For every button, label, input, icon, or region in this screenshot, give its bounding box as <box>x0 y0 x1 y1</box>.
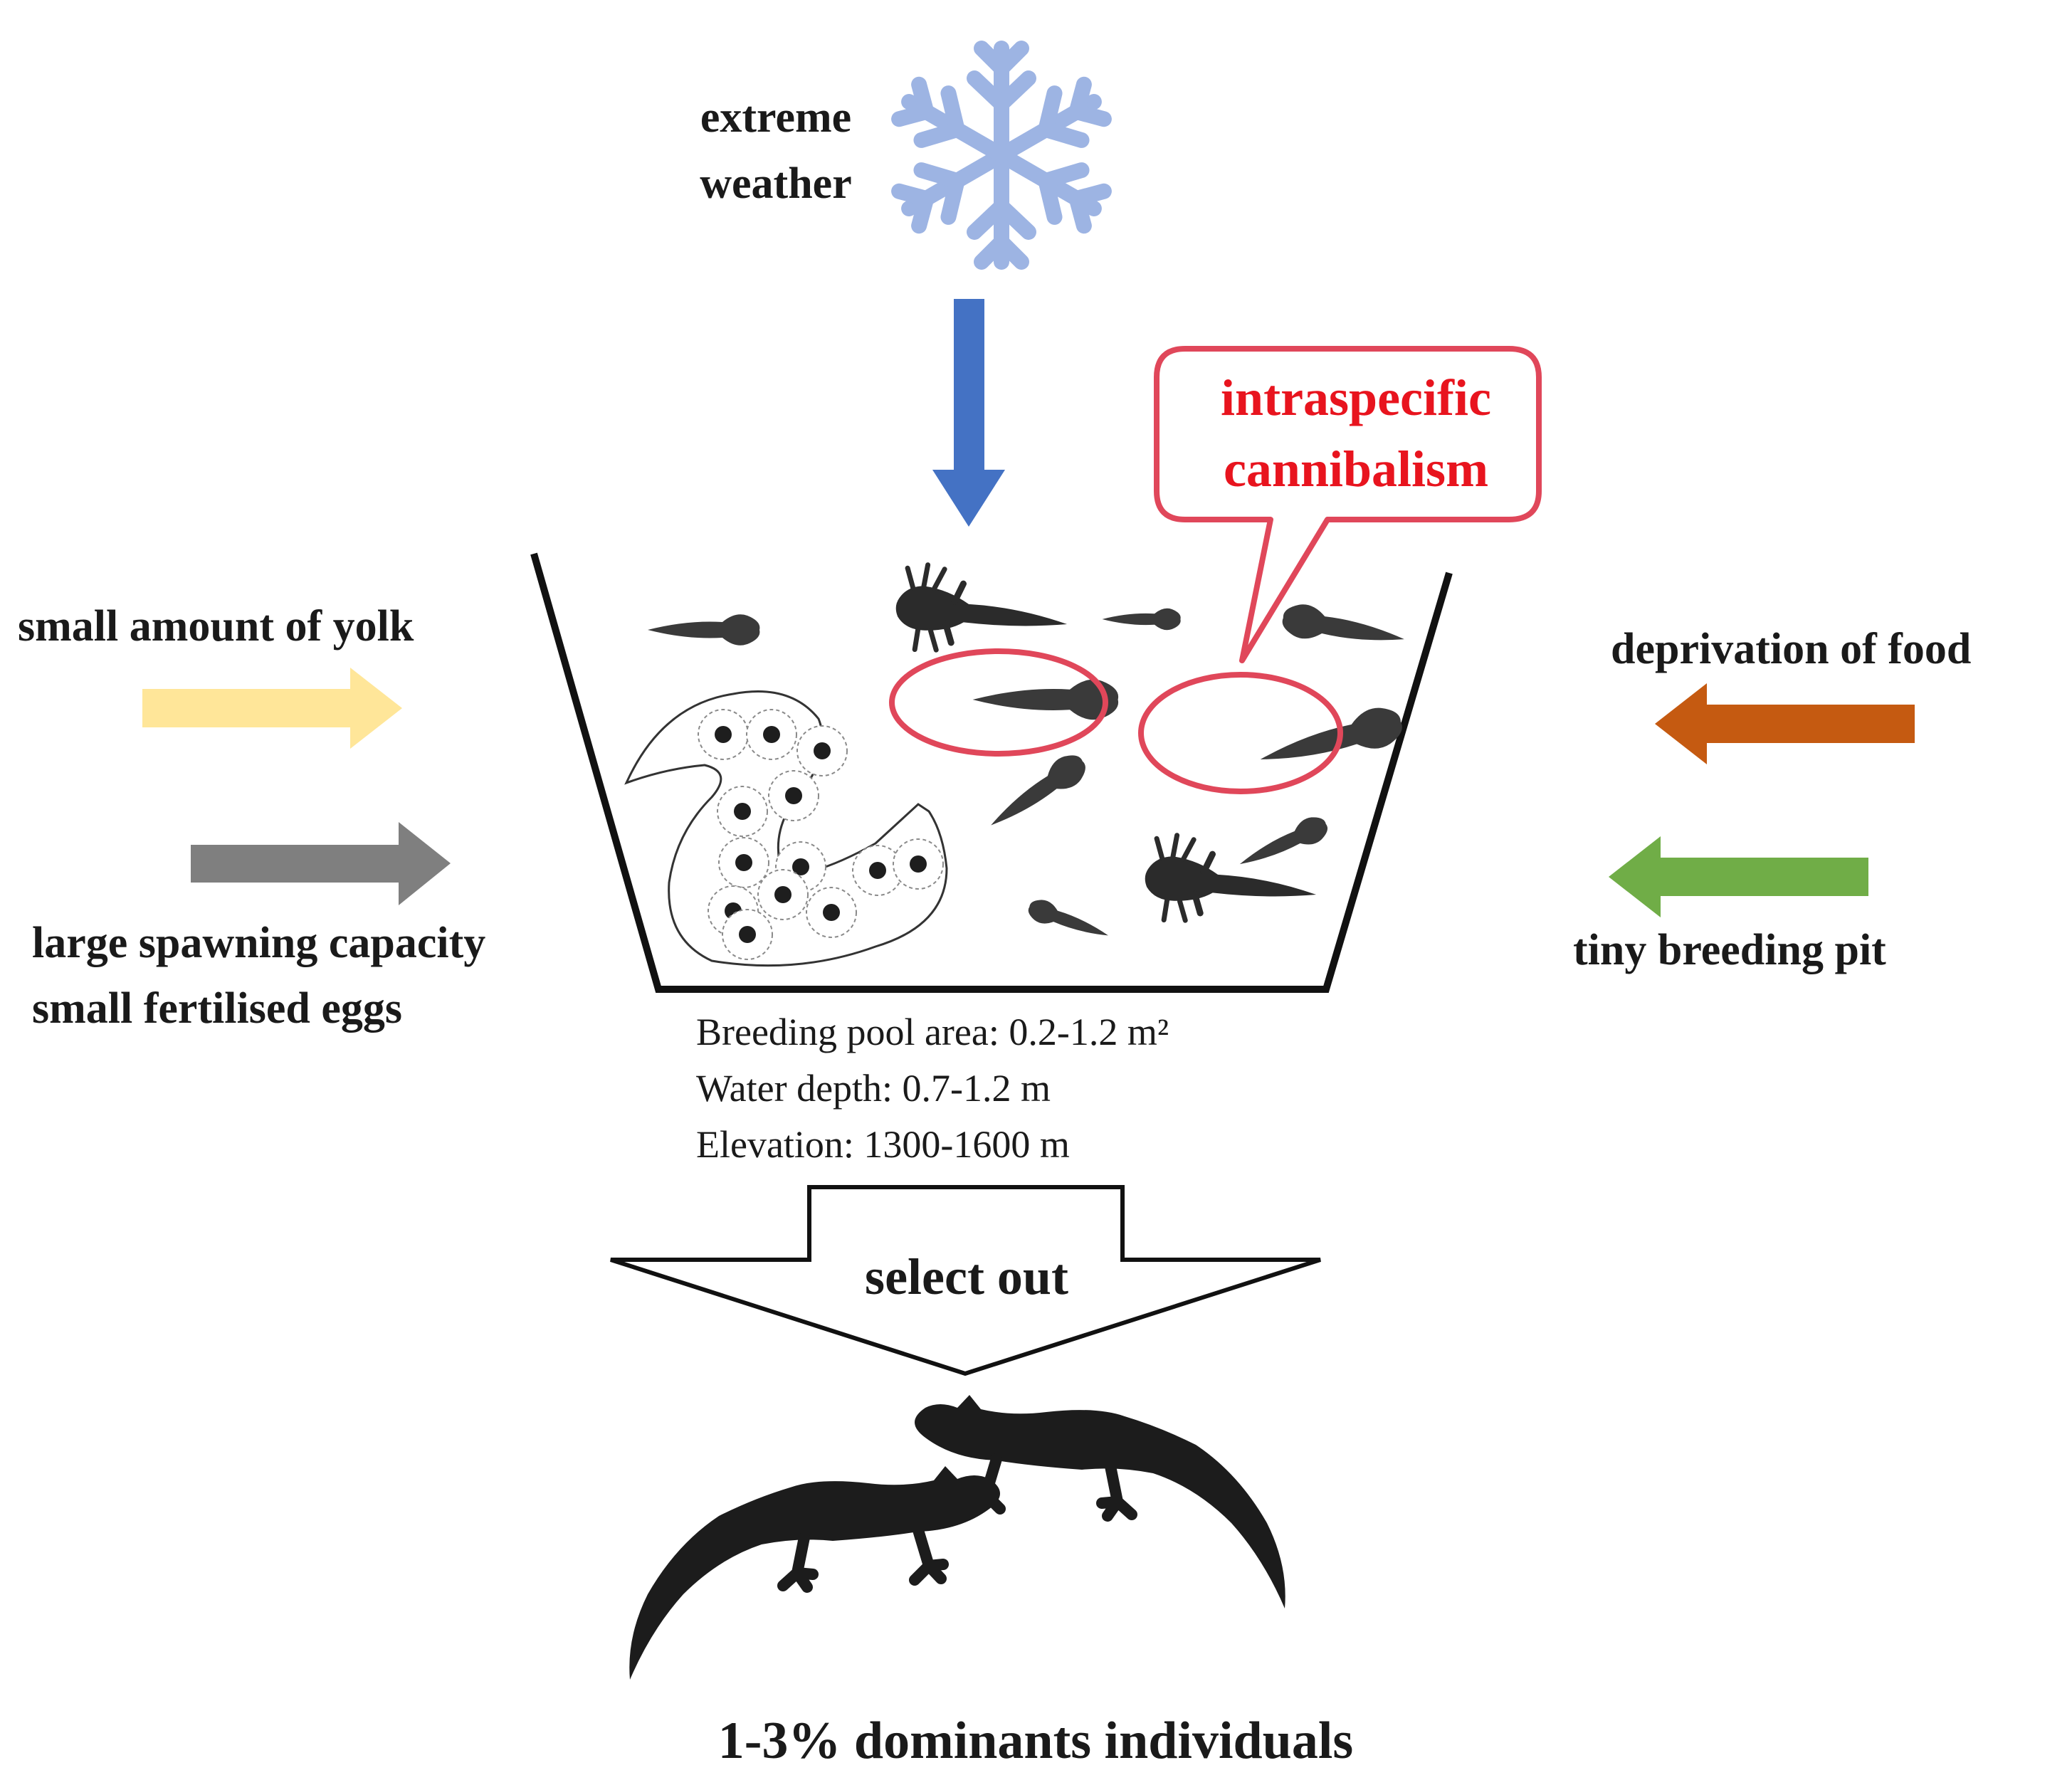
weather-arrow <box>932 299 1005 527</box>
egg-icon <box>698 709 749 760</box>
spawning-arrow <box>191 822 451 905</box>
larva-icon <box>1025 895 1113 947</box>
egg-icon <box>806 887 857 938</box>
yolk-arrow <box>142 668 402 749</box>
pool-area-text: Breeding pool area: 0.2-1.2 m² <box>696 1011 1169 1053</box>
egg-icon <box>722 909 773 960</box>
larva-icon <box>1142 833 1320 933</box>
larva-icon <box>1102 608 1181 631</box>
pit-arrow <box>1609 836 1868 917</box>
larva-icon <box>648 614 760 646</box>
spawning-label-line1: large spawning capacity <box>32 919 485 967</box>
select-out-arrow <box>610 1185 1321 1376</box>
yolk-label: small amount of yolk <box>18 602 414 651</box>
elevation-text: Elevation: 1300-1600 m <box>696 1123 1070 1166</box>
breeding-pool <box>530 552 1453 993</box>
larva-icon <box>1255 702 1406 779</box>
cannibalism-callout <box>1154 346 1542 663</box>
larva-icon <box>1234 811 1332 876</box>
egg-icon <box>718 837 769 888</box>
cannibalism-highlight-right <box>1138 672 1343 794</box>
egg-icon <box>717 786 768 837</box>
weather-label-line1: extreme <box>700 93 851 142</box>
result-label: 1-3% dominants individuals <box>718 1712 1353 1770</box>
egg-mass <box>624 690 948 967</box>
water-depth-text: Water depth: 0.7-1.2 m <box>696 1067 1051 1110</box>
food-arrow <box>1655 683 1915 764</box>
cannibalism-highlight-left <box>889 648 1108 757</box>
egg-icon <box>893 838 944 890</box>
larva-icon <box>893 562 1071 663</box>
larva-icon <box>1280 601 1408 656</box>
pit-label: tiny breeding pit <box>1573 926 1886 974</box>
spawning-label-line2: small fertilised eggs <box>32 984 402 1033</box>
egg-icon <box>757 869 809 920</box>
food-label: deprivation of food <box>1611 625 1971 673</box>
cannibalism-label-line2: cannibalism <box>1224 441 1488 497</box>
salamander-icon <box>629 1466 1000 1680</box>
cannibalism-label-line1: intraspecific <box>1221 369 1491 426</box>
select-out-label: select out <box>865 1248 1068 1305</box>
egg-icon <box>768 770 819 821</box>
egg-icon <box>746 709 797 760</box>
snowflake-icon <box>891 41 1112 270</box>
egg-icon <box>796 725 848 776</box>
larva-icon <box>982 748 1092 838</box>
weather-label-line2: weather <box>700 159 851 208</box>
